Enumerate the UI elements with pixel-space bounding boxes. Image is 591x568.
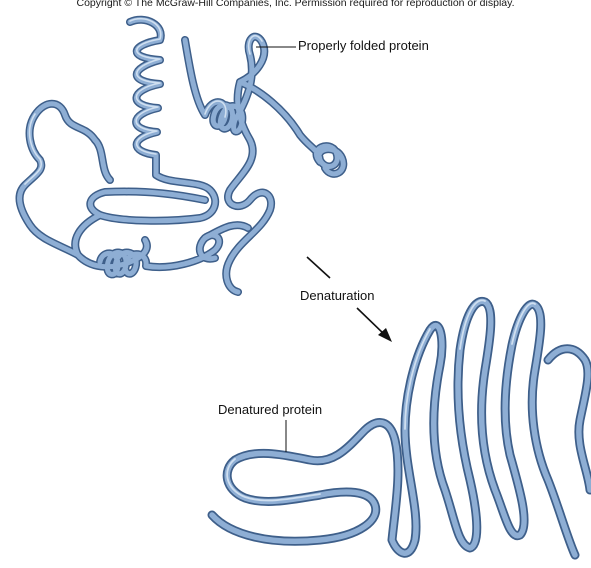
folded-protein-ribbon <box>20 19 344 292</box>
folded-ribbon-coil-face <box>100 235 219 274</box>
denatured-protein-ribbon <box>212 300 590 555</box>
label-denatured-protein: Denatured protein <box>218 402 322 417</box>
folded-ribbon-right-face <box>185 37 343 174</box>
folded-ribbon-left-face <box>20 104 147 267</box>
folded-ribbon-main-face <box>90 20 215 221</box>
label-denaturation: Denaturation <box>300 288 374 303</box>
label-properly-folded-protein: Properly folded protein <box>298 38 429 53</box>
arrow-upper-segment <box>307 257 330 278</box>
arrow-lower-segment <box>357 308 385 335</box>
